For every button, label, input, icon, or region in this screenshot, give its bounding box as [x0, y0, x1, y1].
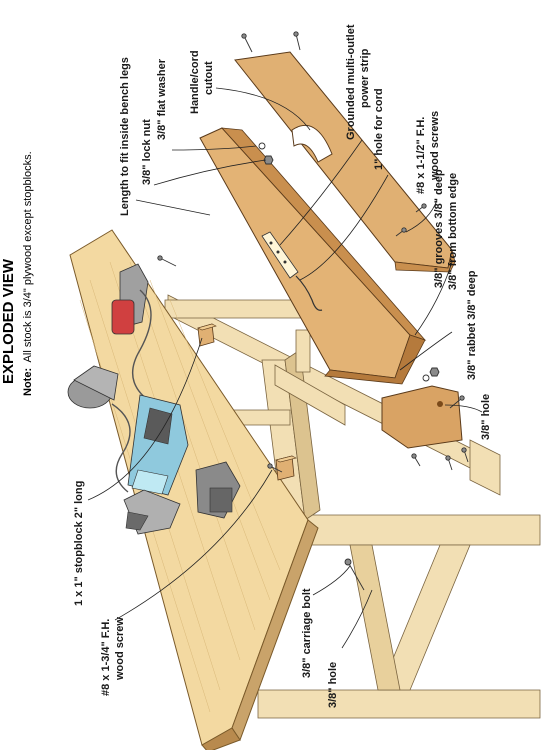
main-panel-bottom	[324, 334, 426, 385]
label-wood-screws-112-2: wood screws	[429, 111, 441, 181]
screw-icon	[267, 463, 283, 473]
rail-short	[295, 329, 311, 373]
end-panel	[381, 385, 463, 449]
svg-text:Note: All stock is 3/4": Note: All stock is 3/4" plywood except s…	[22, 151, 34, 396]
screw-icon	[415, 203, 427, 213]
rail-mid	[274, 364, 346, 426]
bench-top	[69, 229, 319, 750]
note-prefix: Note:	[22, 368, 34, 396]
power-strip-icon	[261, 231, 323, 311]
screw-icon	[411, 453, 421, 467]
label-handle-cutout-1: Handle/cord	[189, 50, 201, 114]
label-flat-washer: 3/8" flat washer	[156, 58, 168, 140]
stopblock-lower	[275, 455, 297, 481]
label-stopblock: 1 x 1" stopblock 2" long	[73, 481, 85, 606]
belt-sander-icon	[127, 394, 189, 496]
label-wood-screw-134-1: #8 x 1-3/4" F.H.	[100, 619, 112, 696]
random-orbit-sander-icon	[67, 365, 131, 493]
end-panel-hole	[437, 401, 443, 407]
washer-icon	[258, 142, 266, 150]
leg-diag-2	[349, 544, 401, 691]
detail-sander-icon	[195, 461, 241, 519]
label-wood-screws-112-1: #8 x 1-1/2" F.H.	[415, 117, 427, 194]
end-panel-face	[381, 385, 463, 449]
rail-upper	[164, 299, 306, 319]
screw-icon	[461, 447, 469, 463]
hardware	[157, 31, 469, 591]
screw-icon	[445, 455, 453, 471]
note-block: Note: All stock is 3/4" plywood except s…	[22, 151, 34, 396]
label-handle-cutout-2: cutout	[203, 61, 215, 95]
stopblock-upper	[197, 323, 217, 347]
label-wood-screw-134-2: wood screw	[114, 617, 126, 681]
screw-icon	[157, 255, 177, 267]
screw-icon	[395, 227, 407, 237]
label-rabbet: 3/8" rabbet 3/8" deep	[466, 270, 478, 380]
screw-icon	[241, 33, 253, 53]
screw-icon	[449, 395, 465, 409]
label-power-strip-1: Grounded multi-outlet	[345, 24, 357, 140]
label-grooves-1: 3/8" grooves 3/8" deep	[433, 169, 445, 288]
lower-rail	[289, 514, 541, 546]
leg-top-right	[469, 439, 501, 496]
label-grooves-2: 3/8" from bottom edge	[447, 173, 459, 290]
title: EXPLODED VIEW	[0, 258, 17, 384]
carriage-bolt-icon	[344, 558, 365, 591]
back-panel	[234, 51, 456, 273]
router-icon	[111, 263, 152, 401]
label-cord-hole: 1" hole for cord	[373, 88, 385, 170]
washer-icon	[422, 374, 430, 382]
main-panel	[199, 127, 427, 385]
label-hole-bottom: 3/8" hole	[327, 662, 339, 708]
screw-icon	[293, 31, 301, 51]
nut-icon	[429, 367, 440, 377]
label-leg-length: Length to fit inside bench legs	[119, 57, 131, 216]
label-lock-nut: 3/8" lock nut	[141, 119, 153, 185]
leader-lines	[87, 87, 483, 649]
note-text: All stock is 3/4" plywood except stopblo…	[22, 151, 34, 362]
label-carriage-bolt: 3/8" carriage bolt	[301, 588, 313, 678]
back-panel-edge	[394, 249, 456, 273]
palm-sander-icon	[123, 489, 181, 535]
title-block: EXPLODED VIEW	[0, 258, 17, 384]
label-hole-right: 3/8" hole	[480, 394, 492, 440]
leg-diag-1	[379, 544, 471, 691]
label-power-strip-2: power strip	[359, 48, 371, 108]
bottom-leg	[257, 689, 541, 719]
